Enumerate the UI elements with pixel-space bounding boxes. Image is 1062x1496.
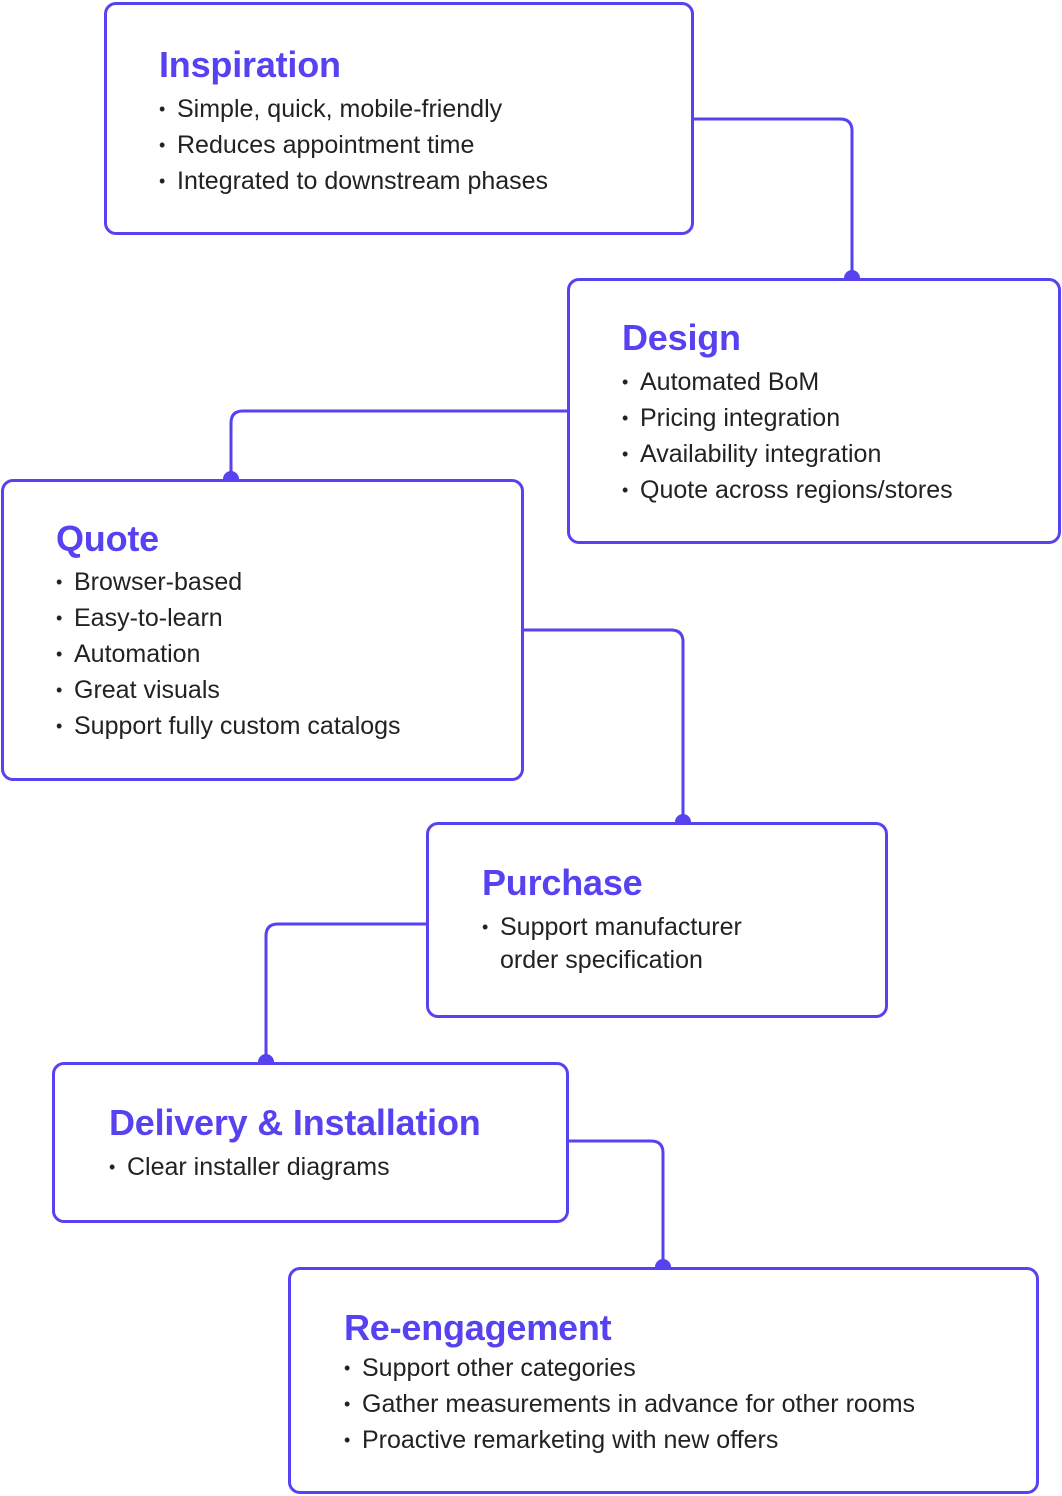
connector-design-to-quote <box>229 409 567 479</box>
stage-quote-card: Quote Browser-based Easy-to-learn Automa… <box>1 479 524 781</box>
bullet-item: Availability integration <box>622 436 953 472</box>
bullet-item: Support fully custom catalogs <box>56 708 401 744</box>
bullet-list: Automated BoM Pricing integration Availa… <box>622 364 953 508</box>
stage-title: Quote <box>56 518 159 559</box>
stage-title: Inspiration <box>159 44 341 85</box>
stage-reengagement-card: Re-engagement Support other categories G… <box>288 1267 1039 1494</box>
bullet-item: Great visuals <box>56 672 401 708</box>
connector-delivery-to-reengagement <box>569 1139 665 1267</box>
stage-title: Delivery & Installation <box>109 1102 481 1143</box>
bullet-item: Quote across regions/stores <box>622 472 953 508</box>
bullet-list: Clear installer diagrams <box>109 1149 390 1185</box>
connector-purchase-to-delivery <box>264 922 426 1062</box>
bullet-item: Automation <box>56 636 401 672</box>
bullet-item: Pricing integration <box>622 400 953 436</box>
stage-title: Design <box>622 317 741 358</box>
bullet-item: Gather measurements in advance for other… <box>344 1386 915 1422</box>
bullet-list: Support other categories Gather measurem… <box>344 1350 915 1458</box>
bullet-item: Proactive remarketing with new offers <box>344 1422 915 1458</box>
bullet-item: Clear installer diagrams <box>109 1149 390 1185</box>
bullet-item: Browser-based <box>56 564 401 600</box>
stage-title: Re-engagement <box>344 1307 612 1348</box>
stage-design-card: Design Automated BoM Pricing integration… <box>567 278 1061 544</box>
bullet-list: Browser-based Easy-to-learn Automation G… <box>56 564 401 744</box>
bullet-item: Easy-to-learn <box>56 600 401 636</box>
stage-delivery-installation-card: Delivery & Installation Clear installer … <box>52 1062 569 1223</box>
bullet-item: Support manufacturer order specification <box>482 911 782 977</box>
bullet-list: Support manufacturer order specification <box>482 911 782 977</box>
bullet-item: Automated BoM <box>622 364 953 400</box>
bullet-item: Integrated to downstream phases <box>159 163 548 199</box>
bullet-item: Simple, quick, mobile-friendly <box>159 91 548 127</box>
bullet-item: Reduces appointment time <box>159 127 548 163</box>
connector-quote-to-purchase <box>524 628 685 822</box>
stage-purchase-card: Purchase Support manufacturer order spec… <box>426 822 888 1018</box>
stage-title: Purchase <box>482 862 643 903</box>
connector-inspiration-to-design <box>694 117 854 278</box>
bullet-list: Simple, quick, mobile-friendly Reduces a… <box>159 91 548 199</box>
stage-inspiration-card: Inspiration Simple, quick, mobile-friend… <box>104 2 694 235</box>
bullet-item: Support other categories <box>344 1350 915 1386</box>
